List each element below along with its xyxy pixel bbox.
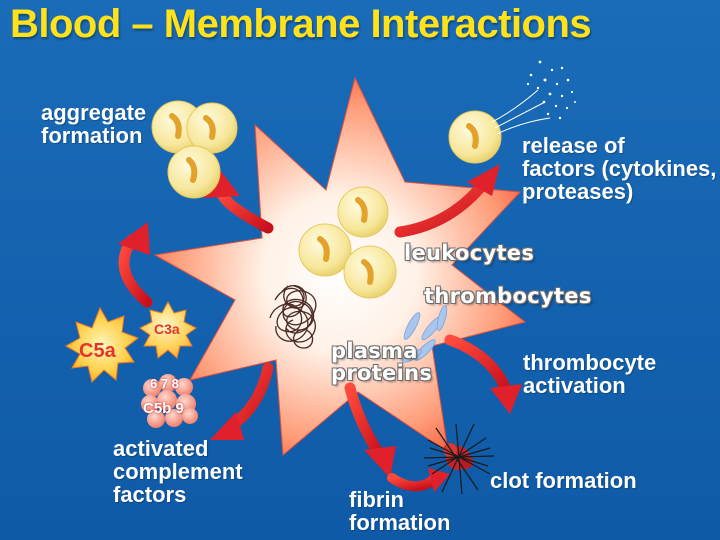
arrow-to-release	[394, 164, 500, 238]
c3a-burst	[139, 300, 197, 359]
label-activated-complement-factors: activated complement factors	[113, 436, 243, 507]
label-thrombocyte-activation: thrombocyte activation	[523, 350, 657, 398]
label-clot-formation: clot formation	[490, 468, 637, 493]
arrow-to-aggregate	[204, 170, 274, 234]
label-c5b9: C5b 9	[143, 400, 184, 417]
aggregate-cells	[151, 100, 238, 199]
clot-mesh	[423, 423, 495, 495]
arrow-to-complement	[210, 362, 274, 440]
c5b9-complex	[141, 374, 198, 428]
arrow-fibrin-to-clot	[387, 468, 450, 492]
thrombocyte-platelets	[401, 305, 448, 363]
label-release-of-factors: release of factors (cytokines, proteases…	[522, 133, 717, 204]
label-c5a: C5a	[79, 340, 116, 362]
label-thrombocytes: thrombocytes	[424, 284, 592, 308]
label-c678: 6 7 8	[150, 376, 179, 391]
arrow-complement-to-aggregate	[118, 222, 153, 308]
arrow-to-fibrin	[344, 382, 396, 478]
c5a-burst	[64, 306, 140, 383]
label-aggregate-formation: aggregate formation	[41, 100, 147, 148]
arrow-to-thrombocyte-activation	[444, 334, 522, 414]
leukocyte-cells	[298, 186, 397, 299]
slide-title: Blood – Membrane Interactions	[10, 2, 592, 46]
releasing-cell	[448, 89, 551, 164]
label-leukocytes: leukocytes	[404, 241, 535, 265]
label-plasma-proteins: plasma proteins	[331, 339, 433, 385]
released-factor-particles	[526, 60, 576, 120]
plasma-protein-tangle	[269, 285, 317, 349]
label-c3a: C3a	[154, 321, 180, 337]
label-fibrin-formation: fibrin formation	[349, 487, 451, 535]
